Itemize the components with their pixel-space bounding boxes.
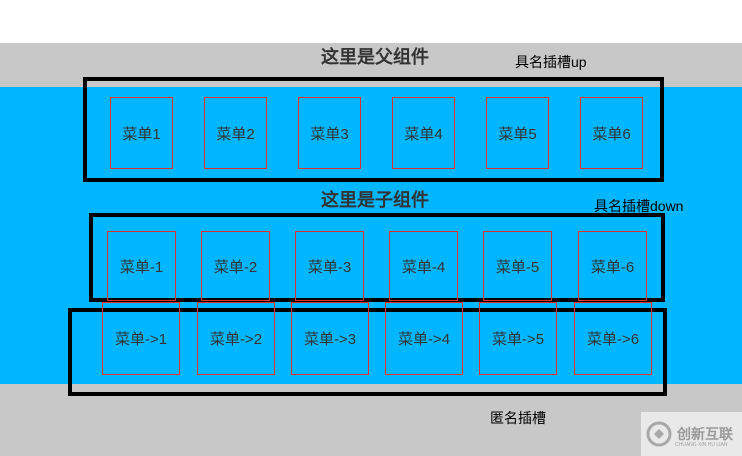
parent-title: 这里是父组件 xyxy=(321,47,429,67)
slot-anon-label: 匿名插槽 xyxy=(490,410,546,426)
menu-item[interactable]: 菜单6 xyxy=(580,97,643,169)
slot-up-label: 具名插槽up xyxy=(515,54,587,70)
menu-item[interactable]: 菜单2 xyxy=(204,97,267,169)
parent-footer-band xyxy=(0,384,742,456)
menu-item[interactable]: 菜单-6 xyxy=(578,231,647,301)
menu-item[interactable]: 菜单-5 xyxy=(483,231,552,301)
watermark-logo: 创新互联 CHUANG XIN HU LIAN xyxy=(641,412,742,456)
menu-item[interactable]: 菜单-4 xyxy=(389,231,458,301)
watermark-text: 创新互联 xyxy=(677,426,733,442)
menu-item[interactable]: 菜单->4 xyxy=(385,302,463,375)
logo-icon xyxy=(646,421,672,447)
menu-item[interactable]: 菜单->6 xyxy=(574,302,652,375)
menu-item[interactable]: 菜单1 xyxy=(110,97,173,169)
slot-down-label: 具名插槽down xyxy=(594,198,684,214)
menu-item[interactable]: 菜单-3 xyxy=(295,231,364,301)
slot-up-box xyxy=(83,77,664,182)
slot-down-box xyxy=(89,213,665,302)
menu-item[interactable]: 菜单3 xyxy=(298,97,361,169)
menu-item[interactable]: 菜单5 xyxy=(486,97,549,169)
menu-item[interactable]: 菜单-1 xyxy=(107,231,176,301)
watermark-subtext: CHUANG XIN HU LIAN xyxy=(675,442,728,448)
child-content-band xyxy=(0,87,742,384)
menu-item[interactable]: 菜单->3 xyxy=(291,302,369,375)
child-title: 这里是子组件 xyxy=(321,190,429,210)
menu-item[interactable]: 菜单->1 xyxy=(102,302,180,375)
menu-item[interactable]: 菜单4 xyxy=(392,97,455,169)
menu-item[interactable]: 菜单->5 xyxy=(479,302,557,375)
slot-anon-box xyxy=(68,308,667,396)
menu-item[interactable]: 菜单->2 xyxy=(197,302,275,375)
menu-item[interactable]: 菜单-2 xyxy=(201,231,270,301)
